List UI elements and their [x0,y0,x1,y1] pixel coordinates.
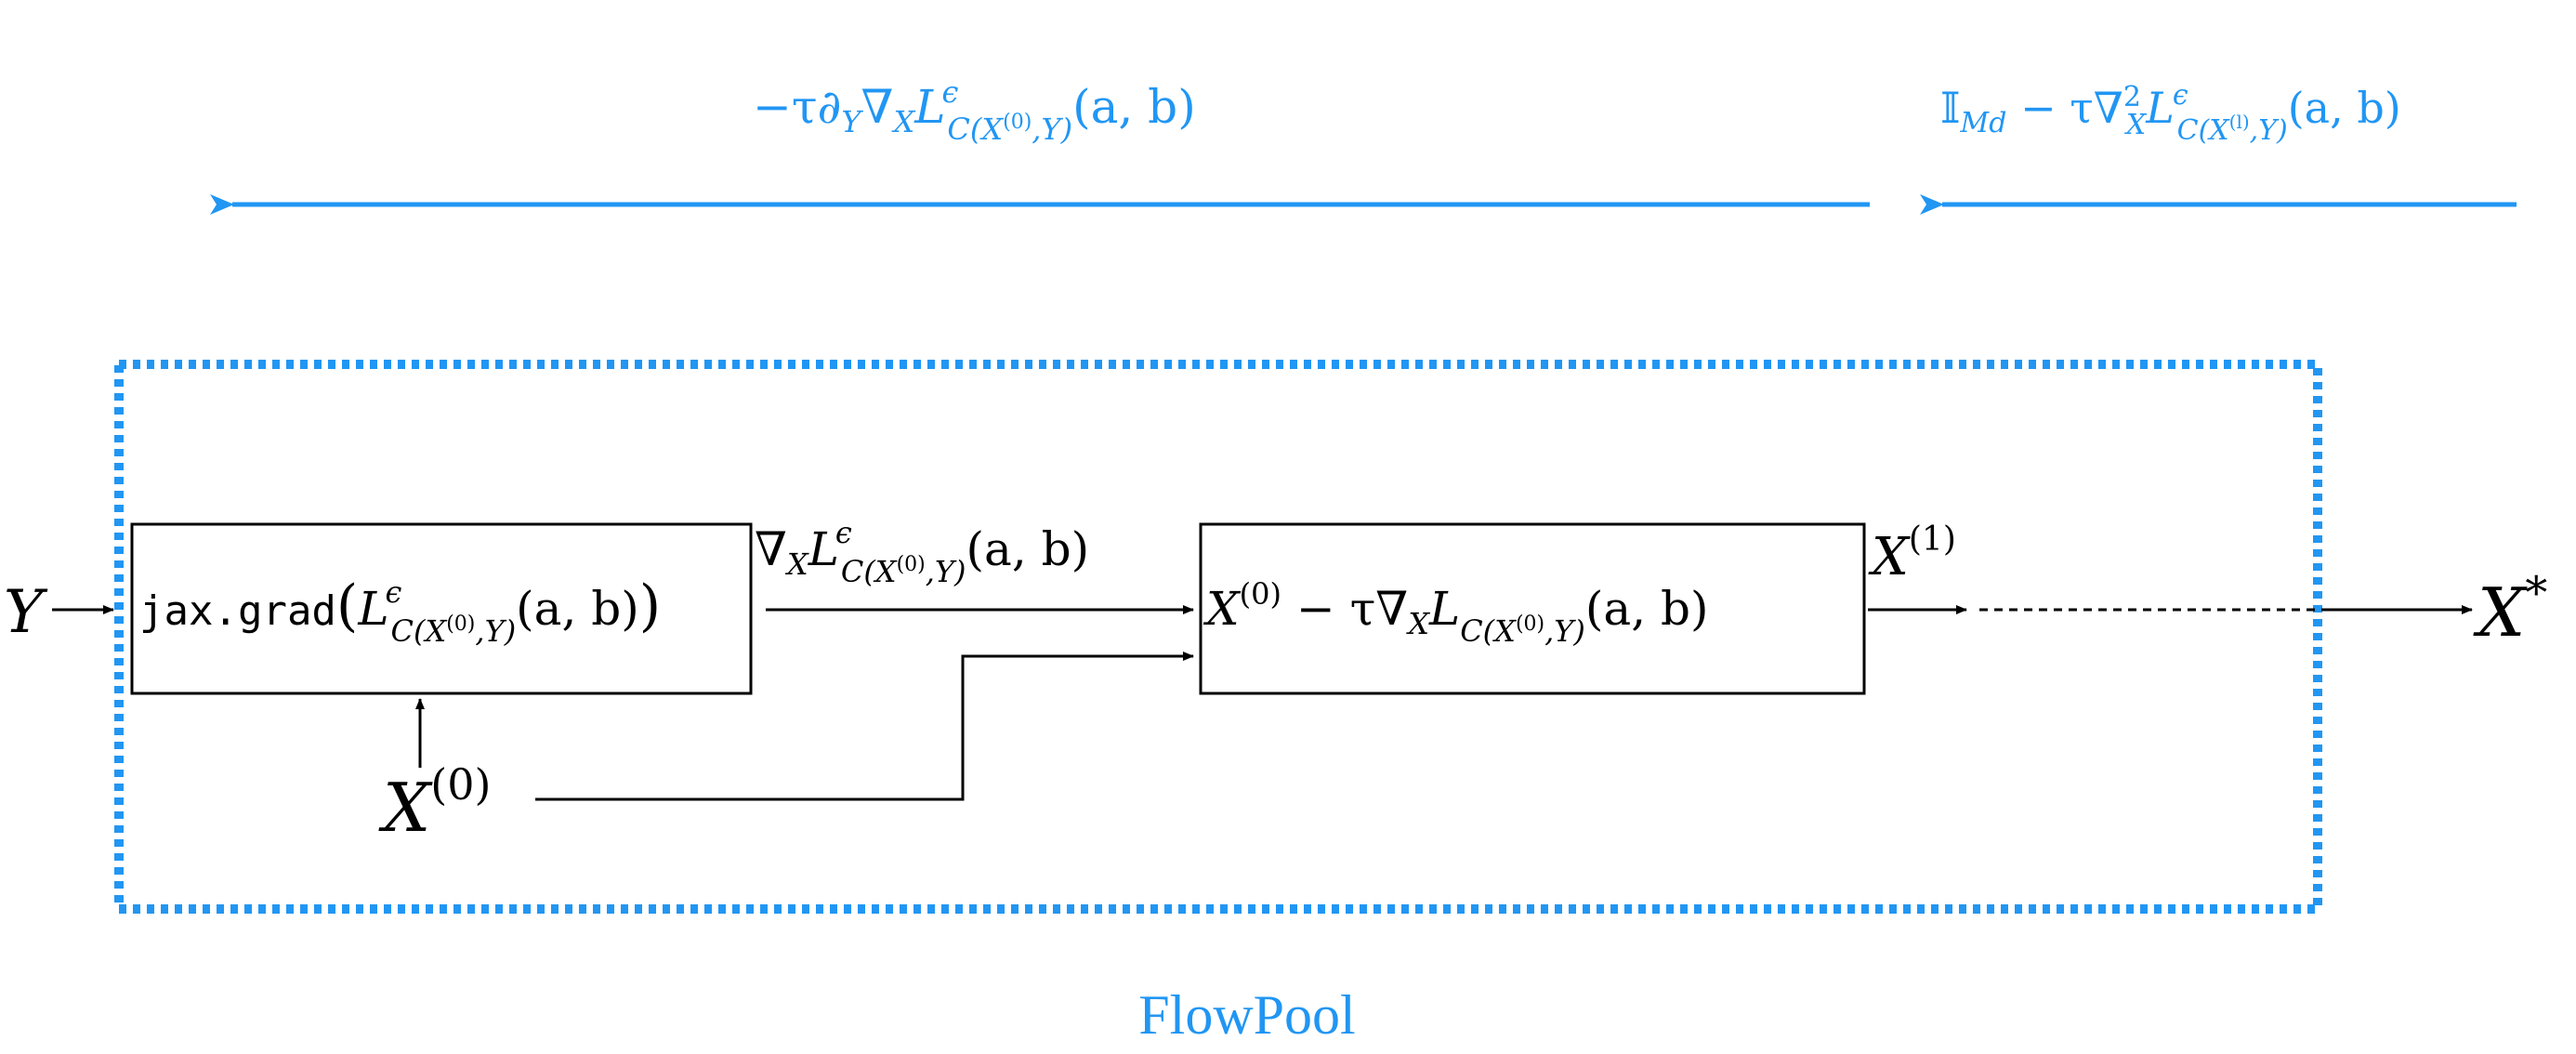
grad-box [130,522,753,695]
step-box-label: X(0) − τ∇XLC(X(0),Y)(a, b) [1203,576,1709,649]
input-x0-label: X(0) [378,759,491,847]
flowpool-frame [114,360,2322,914]
step-box [1199,522,1866,695]
edge-x0-to-step [535,652,1194,801]
flowpool-caption: FlowPool [1138,984,1355,1046]
edge-step-label: X(1) [1868,520,1956,587]
input-y-label: Y [4,578,48,647]
output-x-star-label: X* [2473,567,2547,652]
